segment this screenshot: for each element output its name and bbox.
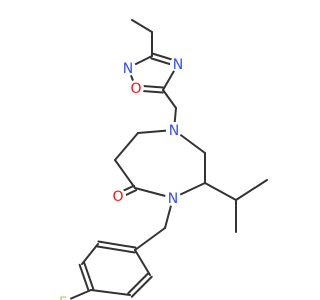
atom-label-n_diaz1: N xyxy=(169,123,179,139)
bond-Ar6-Ar1 xyxy=(134,249,151,276)
atom-label-bg-n_diaz1 xyxy=(166,122,182,138)
bond-Ar1-Ar2 xyxy=(97,240,137,249)
bond-ethCH3-ethCH2 xyxy=(131,19,153,33)
bond-Ar5-Ar6 xyxy=(127,272,150,295)
atom-label-bg-n_ring2 xyxy=(120,60,136,76)
atom-label-n_ring2: N xyxy=(123,61,133,77)
atom-label-bg-o_ring xyxy=(128,80,144,96)
bond-layer xyxy=(65,19,268,300)
bond-Ar5-Ar6 xyxy=(130,275,153,298)
bond-Ar4-Ar5 xyxy=(90,289,131,296)
bond-Ar4-F xyxy=(65,289,92,300)
bond-Bz-Ar1 xyxy=(134,227,166,251)
atom-label-layer: ONNNNOF xyxy=(55,56,186,300)
atom-label-bg-f xyxy=(55,294,71,300)
molecule-structure: ONNNNOF xyxy=(55,19,268,300)
atom-label-bg-o_carbonyl xyxy=(110,188,126,204)
bond-C5-CH2a xyxy=(162,89,177,109)
atom-label-f: F xyxy=(59,295,67,300)
atom-label-bg-n_ring4 xyxy=(170,56,186,72)
atom-label-o_carbonyl: O xyxy=(112,189,123,205)
bond-Ar1-Ar2 xyxy=(96,245,136,254)
bond-Cd5-Cd6 xyxy=(114,159,136,189)
atom-label-bg-n_diaz4 xyxy=(165,190,181,206)
bond-Cd6-Cd7 xyxy=(114,132,139,161)
bond-Ar3-Ar4 xyxy=(83,262,95,291)
bond-Cd3-iPrCH xyxy=(204,182,237,201)
atom-label-n_ring4: N xyxy=(173,57,183,73)
bond-iPrCH-iPrMe1 xyxy=(235,179,268,201)
bond-Ar2-Ar3 xyxy=(81,243,99,265)
structure-canvas: ONNNNOF xyxy=(55,19,268,300)
atom-label-n_diaz4: N xyxy=(168,191,178,207)
bond-Ar3-Ar4 xyxy=(78,263,90,292)
atom-label-o_ring: O xyxy=(130,81,141,97)
